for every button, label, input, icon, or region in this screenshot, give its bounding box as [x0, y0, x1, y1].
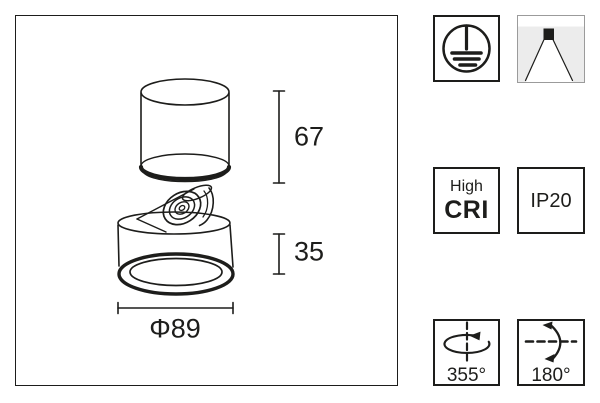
- luminaire-drawing: [117, 78, 286, 315]
- ip-rating-badge: IP20: [517, 167, 585, 234]
- dimension-line-head-height: [272, 233, 286, 275]
- beam-badge: [517, 15, 585, 83]
- pan-rotation-label: 355°: [446, 364, 487, 386]
- cri-badge: High CRI: [433, 167, 500, 234]
- tilt-rotation-icon: [523, 321, 579, 363]
- ip-rating-label: IP20: [530, 189, 572, 212]
- protection-class-badge: [433, 15, 500, 82]
- tilt-rotation-label: 180°: [531, 364, 571, 386]
- cri-main-label: CRI: [444, 195, 489, 224]
- lamp-head: [117, 211, 235, 296]
- swivel-joint: [136, 184, 215, 233]
- mount-cylinder: [138, 78, 232, 183]
- drawing-panel: 67 35 Φ89: [15, 15, 398, 386]
- dimension-head-height-value: 35: [293, 236, 325, 267]
- dimension-diameter-value: Φ89: [149, 313, 201, 344]
- tilt-rotation-badge: 180°: [517, 319, 585, 386]
- dimension-body-height-value: 67: [293, 121, 325, 152]
- dimension-line-diameter: [117, 301, 234, 315]
- cri-top-label: High: [450, 178, 483, 196]
- pan-rotation-icon: [439, 320, 495, 363]
- protective-earth-icon: [435, 17, 498, 80]
- ceiling-beam-icon: [518, 16, 584, 82]
- dimension-line-body-height: [272, 90, 286, 184]
- pan-rotation-badge: 355°: [433, 319, 500, 386]
